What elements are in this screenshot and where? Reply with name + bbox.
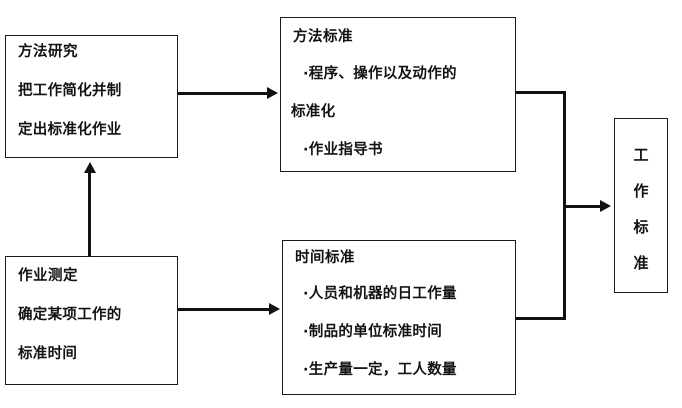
connector-time-standard-to-bus-line	[516, 317, 566, 320]
box-method-research-line-1: 把工作简化并制	[18, 83, 122, 99]
box-work-measurement-heading: 作业测定	[18, 268, 78, 284]
box-method-standard-bullet-1: ·程序、操作以及动作的	[303, 66, 457, 82]
connector-method-standard-to-bus-line	[516, 91, 566, 94]
box-method-research-content: 方法研究 把工作简化并制 定出标准化作业	[6, 36, 177, 157]
box-work-measurement-content: 作业测定 确定某项工作的 标准时间	[6, 257, 177, 384]
box-work-measurement-line-2: 标准时间	[18, 346, 78, 362]
arrow-head-right-icon-method-standard	[267, 87, 278, 99]
box-work-measurement[interactable]: 作业测定 确定某项工作的 标准时间	[5, 256, 178, 385]
box-work-standard[interactable]: 工 作 标 准	[614, 118, 668, 293]
box-method-research-line-2: 定出标准化作业	[18, 122, 122, 138]
box-time-standard[interactable]: 时间标准 ·人员和机器的日工作量 ·制品的单位标准时间 ·生产量一定，工人数量	[282, 240, 516, 395]
box-time-standard-bullet-3: ·生产量一定，工人数量	[303, 362, 457, 378]
box-time-standard-heading: 时间标准	[295, 250, 355, 266]
connector-work-measurement-to-time-standard-line	[178, 308, 270, 311]
connector-bus-to-work-standard-line	[563, 205, 603, 208]
box-method-standard-bullet-2: ·作业指导书	[303, 142, 383, 158]
box-work-standard-char-2: 作	[633, 182, 649, 200]
box-method-standard-bullet-1-continued: 标准化	[291, 104, 336, 120]
box-method-research-heading: 方法研究	[18, 44, 78, 60]
box-work-standard-char-1: 工	[633, 146, 649, 164]
box-work-standard-char-3: 标	[633, 218, 649, 236]
box-method-standard-heading: 方法标准	[293, 29, 353, 45]
arrow-head-up-icon-method-research	[84, 162, 96, 173]
box-time-standard-bullet-2: ·制品的单位标准时间	[303, 324, 443, 340]
arrow-head-right-icon-time-standard	[269, 303, 280, 315]
box-time-standard-content: 时间标准 ·人员和机器的日工作量 ·制品的单位标准时间 ·生产量一定，工人数量	[283, 241, 515, 394]
connector-work-measurement-to-method-research-line	[88, 172, 91, 257]
box-work-standard-vertical-text: 工 作 标 准	[615, 137, 667, 281]
box-time-standard-bullet-1: ·人员和机器的日工作量	[303, 286, 457, 302]
box-method-standard[interactable]: 方法标准 ·程序、操作以及动作的 标准化 ·作业指导书	[280, 17, 516, 172]
box-method-research[interactable]: 方法研究 把工作简化并制 定出标准化作业	[5, 35, 178, 158]
box-method-standard-content: 方法标准 ·程序、操作以及动作的 标准化 ·作业指导书	[281, 18, 515, 171]
box-work-standard-char-4: 准	[633, 254, 649, 272]
arrow-head-right-icon-work-standard	[600, 200, 611, 212]
connector-method-research-to-method-standard-line	[178, 92, 268, 95]
box-work-measurement-line-1: 确定某项工作的	[18, 307, 122, 323]
